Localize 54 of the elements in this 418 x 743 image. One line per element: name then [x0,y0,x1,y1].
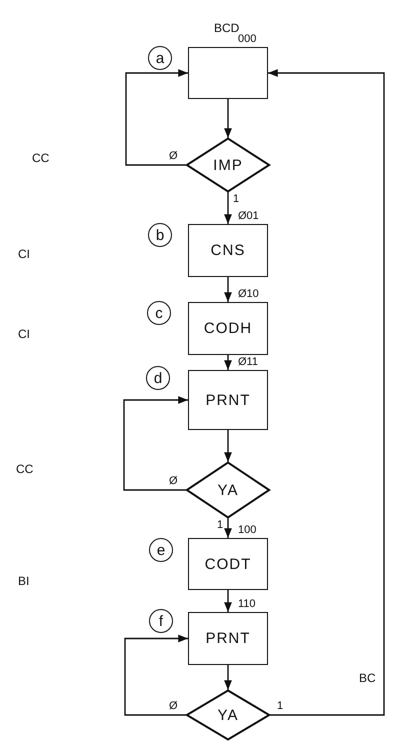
decision-diamond [186,690,270,740]
step-letter-circle: d [146,366,170,390]
step-letter-circle: b [148,223,172,247]
state-note: CI [18,248,30,260]
decision-diamond [186,462,270,518]
step-letter-circle: e [149,538,173,562]
decision-diamond [186,138,270,192]
process-box [188,370,268,430]
process-box [188,302,268,355]
edge-label: Ø [168,151,179,162]
arrow [125,69,188,166]
edge-label: Ø [168,701,179,712]
process-label: CODH [204,320,252,337]
arrow [224,665,232,690]
arrow [224,518,232,538]
arrow [224,192,232,224]
process-label: CODT [204,556,252,572]
state-note: CC [32,152,50,164]
arrow [224,430,232,462]
step-letter-circle: c [147,301,171,325]
arrow [124,634,188,716]
arrow [224,99,232,138]
process-label: PRNT [206,392,250,408]
process-label: CNS [210,242,246,259]
process-box [188,47,268,99]
state-code: Ø01 [238,211,259,222]
arrow [224,590,232,612]
arrow [224,277,232,302]
process-box [188,612,268,665]
edge-label: 1 [232,194,240,205]
decision-label: YA [218,706,238,724]
step-letter-circle: a [148,46,172,70]
process-box [188,538,268,590]
state-note: CI [18,328,30,340]
arrow [268,69,385,716]
state-code: 110 [238,599,256,610]
process-box [188,224,268,277]
state-code: Ø11 [238,357,258,368]
edge-label: 1 [216,520,224,531]
state-note: BCD [214,22,240,34]
state-note: BC [359,672,376,684]
state-code: Ø10 [238,289,259,300]
state-note: CC [16,463,34,475]
process-label: PRNT [206,630,250,647]
state-note: BI [18,575,30,587]
decision-label: YA [218,482,238,498]
arrow [123,396,188,491]
state-code: 100 [238,525,256,536]
state-code: 000 [238,34,256,45]
edge-label: Ø [168,476,179,487]
decision-label: IMP [213,156,243,174]
step-letter-circle: f [149,609,173,633]
edge-label: 1 [276,701,284,712]
arrow [224,355,232,370]
